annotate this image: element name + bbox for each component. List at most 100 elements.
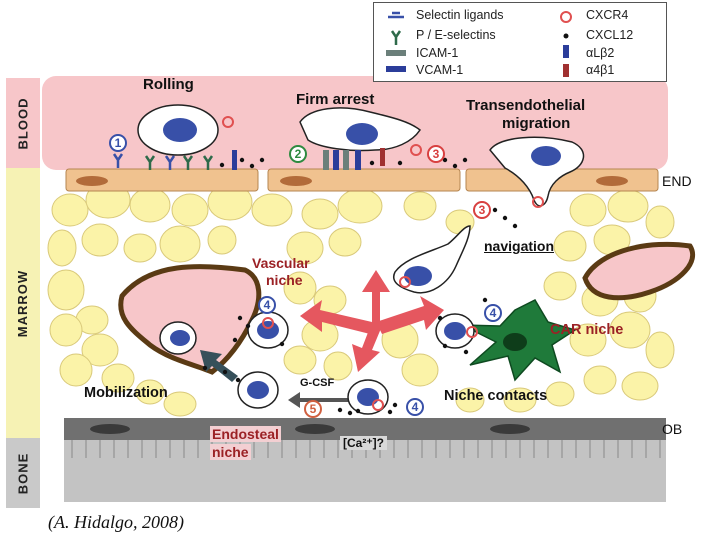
adipocyte bbox=[645, 331, 675, 369]
navigation-label: navigation bbox=[484, 238, 555, 254]
arrow-to-vascular-niche bbox=[300, 300, 372, 334]
icam1-marker bbox=[323, 150, 329, 170]
step-number-4-endosteal: 4 bbox=[406, 398, 424, 416]
cxcl12-dot bbox=[235, 377, 241, 383]
source-credit: (A. Hidalgo, 2008) bbox=[48, 512, 184, 532]
adipocyte bbox=[47, 269, 85, 311]
vascular-niche-hsc-nucleus bbox=[257, 321, 279, 339]
endothelial-nucleus bbox=[280, 176, 312, 186]
cxcl12-dot bbox=[237, 315, 243, 321]
cxcl12-dot bbox=[222, 369, 228, 375]
blood-zone-strip bbox=[6, 78, 40, 168]
legend-al-b2: αLβ2 bbox=[586, 46, 615, 60]
cxcl12-dot bbox=[232, 337, 238, 343]
adipocyte bbox=[553, 230, 587, 262]
legend-selectin-ligands: Selectin ligands bbox=[416, 8, 504, 22]
cxcl12-icon bbox=[563, 33, 569, 39]
vascular-niche-vessel bbox=[118, 264, 262, 375]
transendothelial-label: Transendothelial bbox=[466, 97, 586, 114]
adipocyte bbox=[403, 191, 437, 221]
vcam1-marker bbox=[355, 150, 361, 170]
vcam1-marker bbox=[232, 150, 237, 170]
cxcl12-dot bbox=[337, 407, 343, 413]
vascular-niche-label-line2: niche bbox=[266, 272, 303, 288]
mobilization-arrow bbox=[200, 350, 238, 382]
selectin-marker bbox=[164, 155, 176, 170]
cxcl12-dots bbox=[202, 157, 518, 416]
step-number-1: 1 bbox=[109, 134, 127, 152]
adhesion-molecules bbox=[112, 116, 544, 411]
legend: Selectin ligands P / E-selectins ICAM-1 … bbox=[373, 2, 667, 82]
step-number-3-navigation: 3 bbox=[473, 201, 491, 219]
vascular-niche-label-line1: Vascular bbox=[252, 255, 310, 271]
endothelium-layer bbox=[65, 168, 659, 192]
icam1-icon bbox=[386, 50, 406, 56]
endothelial-cell bbox=[267, 168, 461, 192]
cxcr4-marker bbox=[410, 144, 422, 156]
car-niche-nucleus bbox=[503, 333, 527, 351]
a4-b1-icon bbox=[563, 64, 569, 77]
adipocyte bbox=[159, 225, 201, 263]
adipocyte bbox=[207, 225, 237, 255]
selectin-marker bbox=[144, 155, 156, 170]
legend-a4-b1: α4β1 bbox=[586, 63, 615, 77]
marrow-zone-label: MARROW bbox=[15, 269, 31, 337]
bone-layer bbox=[64, 418, 666, 502]
selectin-ligand-icon bbox=[388, 11, 404, 19]
endothelial-nucleus bbox=[76, 176, 108, 186]
navigating-hsc bbox=[393, 225, 471, 294]
adipocyte bbox=[503, 387, 537, 413]
cxcl12-dot bbox=[355, 408, 361, 414]
migration-label: migration bbox=[502, 115, 571, 132]
a4b1-integrin bbox=[380, 148, 385, 166]
cxcr4-marker bbox=[466, 326, 478, 338]
hsc-cells bbox=[137, 104, 585, 415]
adipocyte bbox=[401, 353, 439, 387]
cxcl12-dot bbox=[442, 157, 448, 163]
arrow-to-endosteal-niche bbox=[352, 322, 382, 372]
endothelial-cell bbox=[65, 168, 259, 192]
legend-icam1: ICAM-1 bbox=[416, 46, 459, 60]
cxcr4-marker bbox=[262, 317, 274, 329]
step-number-4-car: 4 bbox=[484, 304, 502, 322]
mobilizing-hsc-nucleus bbox=[247, 381, 269, 399]
navigating-hsc-nucleus bbox=[404, 266, 432, 286]
cxcl12-dot bbox=[437, 315, 443, 321]
car-niche-label: CAR niche bbox=[550, 322, 624, 338]
cxcl12-dot bbox=[502, 215, 508, 221]
rolling-hsc-nucleus bbox=[163, 118, 197, 142]
adipocyte bbox=[569, 193, 607, 227]
cxcl12-dot bbox=[249, 163, 255, 169]
firm-arrest-hsc-nucleus bbox=[346, 123, 378, 145]
gcsf-arrow bbox=[288, 392, 350, 408]
marrow-zone-strip bbox=[6, 168, 40, 438]
adipocyte bbox=[81, 223, 119, 257]
transmigrating-hsc-nucleus bbox=[531, 146, 561, 166]
legend-cxcl12: CXCL12 bbox=[586, 28, 634, 42]
cxcl12-dot bbox=[259, 157, 265, 163]
niche-contacts-label: Niche contacts bbox=[444, 388, 548, 404]
legend-selectins: P / E-selectins bbox=[416, 28, 496, 42]
adipocyte bbox=[49, 313, 83, 347]
adipocyte bbox=[543, 271, 577, 301]
osteoblast-nucleus bbox=[295, 424, 335, 434]
osteoblast-nucleus bbox=[490, 424, 530, 434]
adipocyte bbox=[286, 231, 324, 265]
cxcl12-dot bbox=[462, 157, 468, 163]
bone-zone-label: BONE bbox=[15, 452, 31, 494]
adipocyte bbox=[163, 391, 197, 417]
adipocyte bbox=[129, 187, 171, 223]
legend-vcam1: VCAM-1 bbox=[416, 63, 464, 77]
adipocyte bbox=[81, 333, 119, 367]
mobilization-label: Mobilization bbox=[84, 385, 168, 401]
adipocyte bbox=[337, 188, 383, 224]
selectin-markers bbox=[112, 153, 214, 170]
adipocyte bbox=[123, 233, 157, 263]
cxcr4-marker bbox=[222, 116, 234, 128]
sinusoid-vessel bbox=[582, 241, 695, 301]
step-number-3: 3 bbox=[427, 145, 445, 163]
adipocyte bbox=[323, 351, 353, 381]
step-number-2: 2 bbox=[289, 145, 307, 163]
icam1-marker bbox=[343, 150, 349, 170]
gcsf-label: G-CSF bbox=[300, 377, 335, 389]
